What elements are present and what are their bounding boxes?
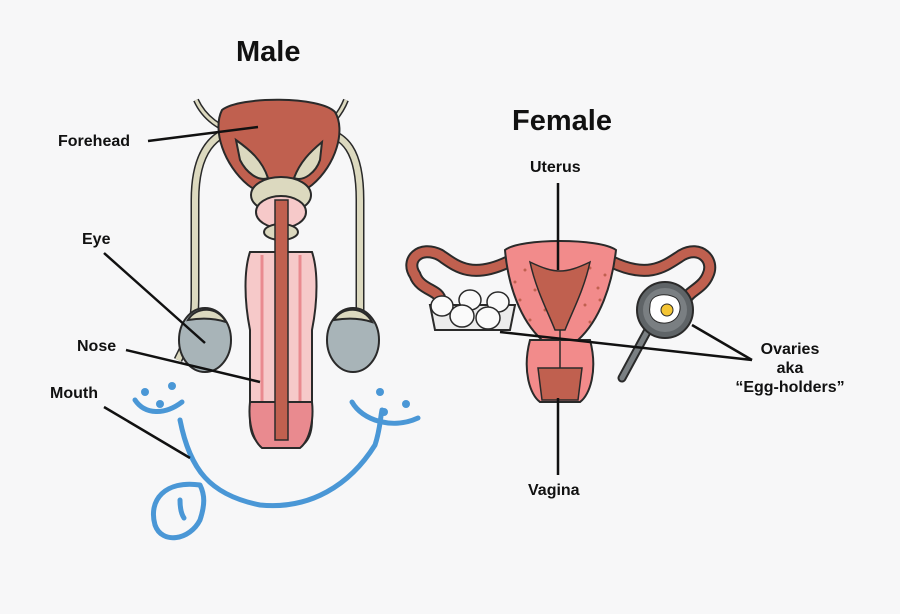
egg-holders-label: “Egg-holders” [735, 379, 845, 396]
mouth-leader-line [103, 405, 191, 460]
face-doodle [132, 397, 421, 541]
ovaries-leader-line-pan [691, 323, 753, 362]
forehead-leader-line [147, 125, 259, 143]
nose-leader-line [125, 348, 261, 384]
female-anatomy-drawing [405, 240, 717, 403]
vagina-label: Vagina [528, 482, 580, 499]
mouth-label: Mouth [50, 385, 98, 402]
egg-carton-drawing [428, 289, 517, 331]
eye-leader-line [103, 252, 206, 344]
face-eyes-dots [141, 382, 410, 416]
leader-lines [103, 125, 753, 475]
right-testis [326, 307, 380, 373]
eye-label: Eye [82, 231, 111, 248]
forehead-label: Forehead [58, 133, 131, 150]
urethra [274, 199, 289, 441]
ovaries-label-block: Ovaries aka “Egg-holders” [735, 340, 845, 397]
female-title: Female [512, 105, 612, 137]
male-anatomy-drawing [132, 98, 421, 541]
ovaries-label: Ovaries [760, 341, 820, 358]
left-testis [178, 307, 232, 373]
male-title: Male [236, 36, 301, 68]
nose-label: Nose [77, 338, 117, 355]
ovaries-aka-label: aka [776, 360, 804, 377]
frying-pan-drawing [617, 281, 694, 383]
ovaries-leader-line-eggs [499, 330, 753, 362]
uterine-cavity [528, 260, 592, 331]
uterus-label: Uterus [530, 159, 581, 176]
